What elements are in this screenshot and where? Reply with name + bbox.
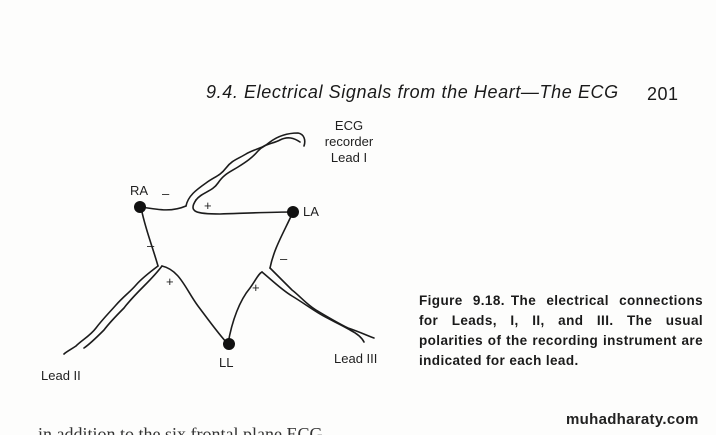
lead-two-to-ll-wire	[161, 265, 229, 345]
recorder-label-line: ECG	[334, 118, 364, 133]
ll-to-lead-three-wire	[227, 271, 263, 345]
page-number: 201	[647, 84, 679, 104]
lead-two-label: Lead II	[41, 368, 81, 383]
recorder-label-line: recorder	[324, 134, 374, 149]
lead-three-label: Lead III	[334, 351, 378, 366]
lead-one-to-la-wire	[192, 199, 294, 215]
lead-three-wire-b	[261, 271, 365, 343]
lead-one-wire-b	[195, 137, 301, 201]
lead-one-plus-sign: +	[204, 198, 212, 213]
lead-two-wire-b	[83, 265, 163, 349]
ll-label: LL	[219, 355, 234, 370]
body-text-partial: in addition to the six frontal plane ECG	[38, 424, 323, 435]
lead-one-wire-a	[185, 132, 306, 207]
figure-id: Figure 9.18.	[419, 293, 505, 308]
ra-to-lead-one-wire	[140, 205, 187, 211]
section-header: 9.4. Electrical Signals from the Heart—T…	[206, 82, 619, 102]
site-watermark: muhadharaty.com	[566, 411, 699, 428]
lead-one-minus-sign: –	[162, 186, 170, 201]
caption-text: The electrical connections for Leads, I,…	[419, 293, 703, 368]
lead-three-wire-a	[269, 267, 375, 339]
ll-electrode	[223, 338, 235, 350]
ra-label: RA	[130, 183, 149, 198]
ra-to-lead-two-wire	[140, 206, 159, 267]
lead-three-minus-sign: –	[280, 251, 288, 266]
ecg-recorder-label: ECG recorder Lead I	[316, 118, 382, 166]
ra-electrode	[134, 201, 146, 213]
lead-two-plus-sign: +	[166, 274, 174, 289]
la-label: LA	[303, 204, 319, 219]
lead-three-plus-sign: +	[252, 280, 260, 295]
figure-caption: Figure 9.18.The electrical connections f…	[419, 291, 703, 371]
lead-two-wire-a	[63, 265, 159, 355]
la-electrode	[287, 206, 299, 218]
recorder-label-line: Lead I	[330, 150, 368, 165]
lead-two-minus-sign: –	[147, 238, 155, 253]
